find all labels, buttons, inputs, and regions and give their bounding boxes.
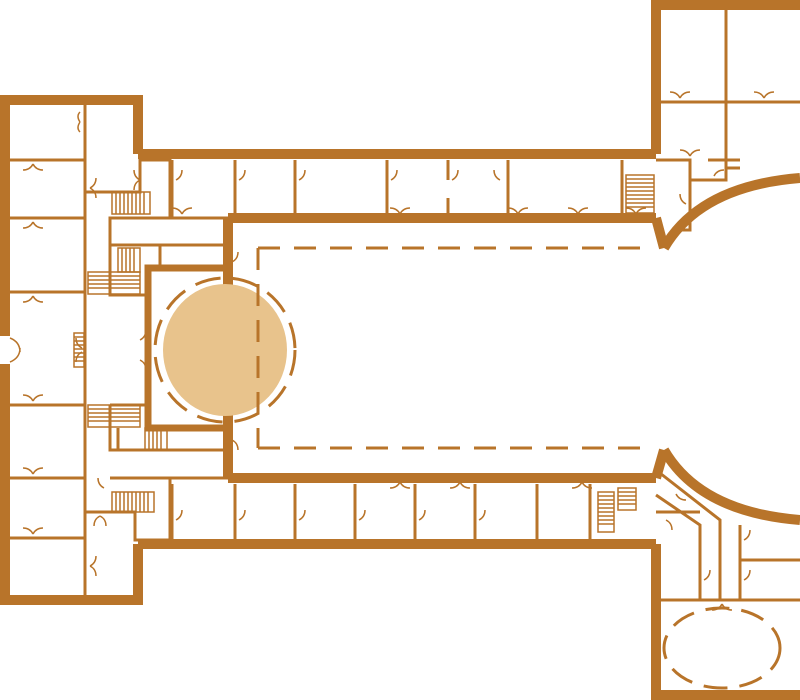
door (298, 169, 306, 181)
door (493, 169, 501, 181)
door (390, 169, 398, 181)
door (669, 91, 691, 99)
staircase-southeast (597, 487, 637, 533)
door (571, 481, 593, 489)
door (743, 529, 751, 541)
door (659, 451, 667, 463)
rotunda-colonnade (153, 276, 297, 424)
south-range-rooms (170, 484, 592, 540)
door (358, 509, 366, 521)
door (89, 177, 97, 199)
doors (22, 91, 775, 611)
door (567, 207, 589, 215)
southeast-tower-outline (651, 544, 800, 700)
rotunda (163, 284, 287, 416)
door (703, 569, 711, 581)
staircase-northwest (111, 191, 151, 215)
courtyard-colonnade (256, 246, 650, 450)
door (625, 207, 647, 215)
door (75, 337, 83, 363)
tower-partition (655, 493, 702, 600)
door (22, 467, 44, 475)
door (89, 555, 97, 577)
door (231, 251, 239, 263)
oval-hall (662, 606, 782, 690)
door (22, 394, 44, 402)
service-block (108, 216, 230, 247)
service-block (158, 245, 228, 270)
door (175, 169, 183, 181)
door (451, 169, 459, 181)
door (231, 439, 239, 451)
staircase-west-lower (87, 404, 168, 451)
door (659, 231, 667, 243)
door (711, 603, 733, 611)
tower-partition (655, 468, 722, 600)
staircases (73, 174, 655, 533)
northeast-tower-outline (651, 0, 800, 154)
door (133, 169, 141, 191)
door (93, 515, 107, 527)
door (22, 221, 44, 229)
door (675, 493, 687, 501)
tower-partition (656, 158, 692, 180)
door (77, 111, 81, 133)
west-wing-interior (10, 105, 230, 595)
door (389, 207, 411, 215)
oval-hall-outline (662, 606, 782, 690)
tower-partition (672, 180, 692, 232)
rotunda-bay (144, 264, 297, 432)
southeast-tower-curve (659, 447, 800, 525)
door (298, 509, 306, 521)
staircase-west-upper (87, 247, 141, 295)
door (449, 481, 471, 489)
door (139, 329, 147, 371)
door (171, 207, 193, 215)
door (97, 477, 105, 489)
door (22, 295, 44, 303)
service-block (108, 405, 228, 452)
door (507, 207, 529, 215)
west-wing-outline (0, 95, 143, 605)
staircase-northeast (625, 174, 655, 214)
courtyard-east-stub-north (651, 216, 669, 250)
door (22, 163, 44, 171)
door (175, 509, 183, 521)
door (418, 509, 426, 521)
door (238, 169, 246, 181)
west-entrance (0, 336, 21, 364)
staircase-southwest (111, 491, 155, 513)
northeast-tower-interior (656, 10, 800, 232)
northeast-tower-curve (659, 173, 800, 251)
door (679, 149, 701, 157)
tower-partition (690, 166, 740, 182)
door (238, 509, 246, 521)
door (478, 509, 486, 521)
door (22, 527, 44, 535)
door (753, 91, 775, 99)
door (665, 519, 673, 531)
door (389, 481, 411, 489)
door (713, 169, 725, 177)
door (679, 193, 687, 205)
southeast-tower-interior (655, 468, 800, 602)
service-block (108, 245, 148, 297)
door (743, 569, 751, 581)
courtyard-east-stub-south (651, 448, 669, 480)
